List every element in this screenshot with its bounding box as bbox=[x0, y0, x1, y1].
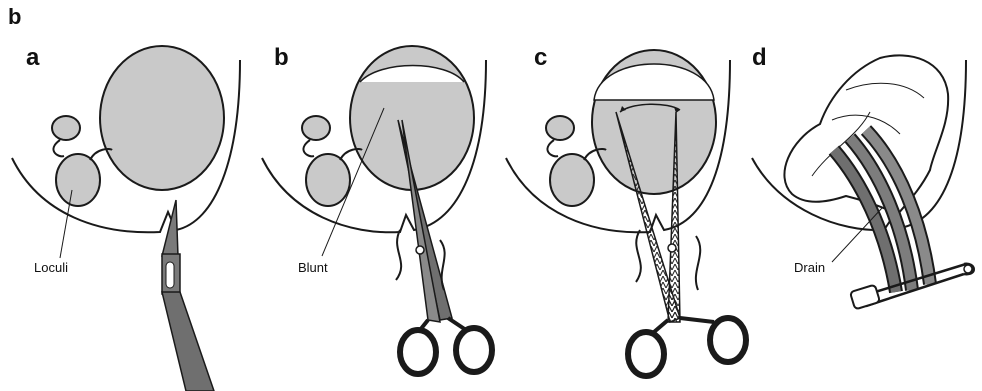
pin-clasp bbox=[850, 285, 880, 310]
finger-ring-right bbox=[710, 318, 746, 362]
medium-locule bbox=[56, 154, 100, 206]
finger-ring-left bbox=[628, 332, 664, 376]
panel-c bbox=[506, 50, 746, 376]
abscess-cavity bbox=[100, 46, 224, 190]
small-locule bbox=[52, 116, 80, 140]
finger-ring-right bbox=[456, 328, 492, 372]
scalpel bbox=[162, 200, 214, 391]
panel-a bbox=[12, 46, 240, 391]
finger-ring-left bbox=[400, 330, 436, 374]
panel-b bbox=[262, 46, 492, 374]
panel-d bbox=[752, 55, 974, 309]
